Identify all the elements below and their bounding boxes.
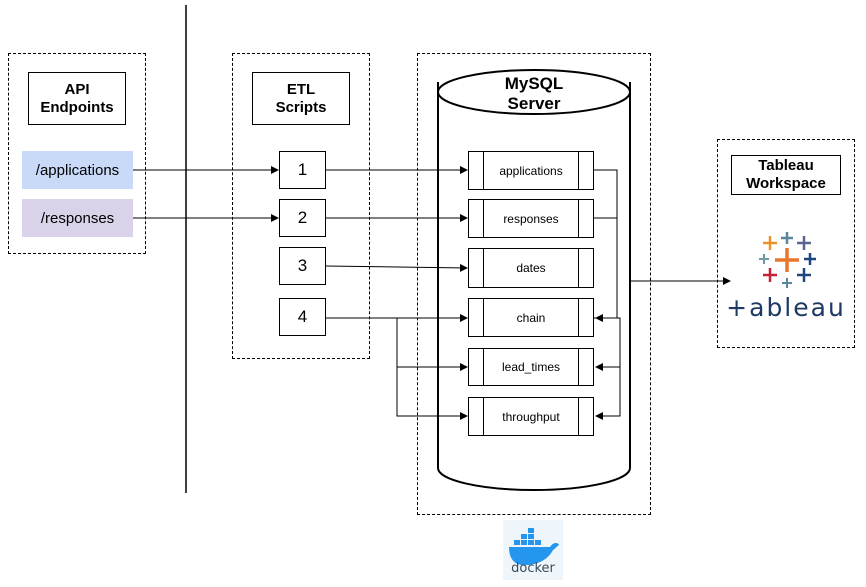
docker-logo-icon — [503, 520, 563, 580]
etl-scripts-title: ETL Scripts — [252, 72, 350, 125]
etl-scripts-group — [232, 53, 370, 359]
table-dates: dates — [468, 248, 594, 288]
arrow-3-to-dates — [324, 263, 468, 272]
api-endpoints-group — [8, 53, 146, 254]
etl-script-box: 3 — [279, 247, 326, 285]
endpoint-responses: /responses — [22, 199, 133, 237]
tableau-workspace-group — [717, 139, 855, 348]
mysql-server-title: MySQL Server — [504, 74, 564, 113]
table-lead-times: lead_times — [468, 348, 594, 386]
endpoint-applications: /applications — [22, 151, 133, 189]
etl-script-box: 1 — [279, 151, 326, 189]
docker-logo-text: docker — [511, 561, 555, 576]
table-chain: chain — [468, 298, 594, 337]
table-applications: applications — [468, 151, 594, 190]
api-endpoints-title: API Endpoints — [28, 72, 126, 125]
tableau-logo-icon — [759, 232, 816, 288]
table-throughput: throughput — [468, 397, 594, 436]
etl-script-box: 4 — [279, 298, 326, 336]
etl-script-box: 2 — [279, 199, 326, 237]
tableau-workspace-title: Tableau Workspace — [731, 155, 841, 195]
tableau-logo-text: +ableau — [726, 293, 846, 322]
arrow-4-to-throughput — [396, 367, 468, 420]
table-responses: responses — [468, 199, 594, 238]
